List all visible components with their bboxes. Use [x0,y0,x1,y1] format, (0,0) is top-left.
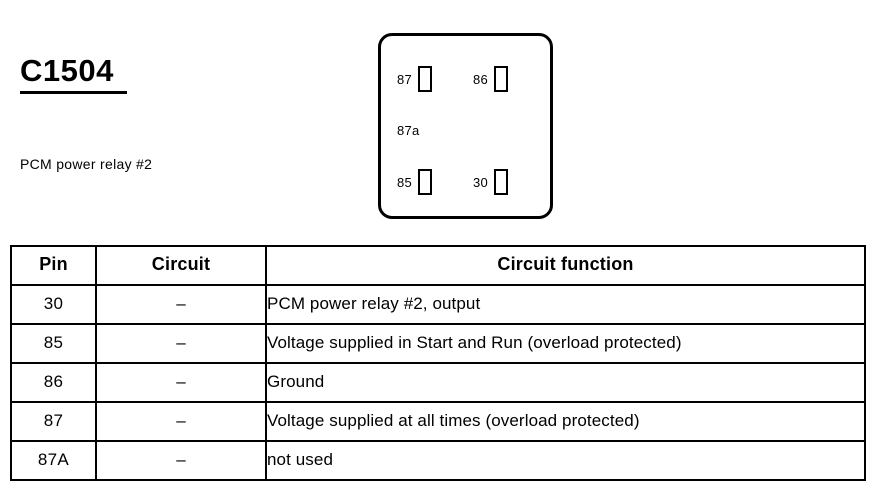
column-header-pin: Pin [10,245,97,286]
column-header-circuit: Circuit [95,245,267,286]
table-row: 87 – Voltage supplied at all times (over… [10,401,866,442]
cell-function: Ground [265,362,866,403]
cell-function: PCM power relay #2, output [265,284,866,325]
pin-label-30: 30 [473,174,489,190]
cell-pin: 30 [10,284,97,325]
cell-circuit: – [95,440,267,481]
pin-marker-30: 30 [473,169,509,195]
pin-marker-87a: 87a [397,124,420,137]
cell-function: Voltage supplied at all times (overload … [265,401,866,442]
connector-title-block: C1504 [20,54,127,94]
cell-pin: 86 [10,362,97,403]
cell-circuit: – [95,362,267,403]
pin-marker-85: 85 [397,169,433,195]
table-row: 85 – Voltage supplied in Start and Run (… [10,323,866,364]
cell-circuit: – [95,401,267,442]
pinout-table: Pin Circuit Circuit function 30 – PCM po… [10,245,866,481]
cell-circuit: – [95,284,267,325]
pin-terminal-30 [494,169,509,195]
pin-marker-86: 86 [473,66,509,92]
cell-pin: 85 [10,323,97,364]
pin-marker-87: 87 [397,66,433,92]
pin-terminal-86 [494,66,509,92]
table-header-row: Pin Circuit Circuit function [10,245,866,286]
column-header-function: Circuit function [265,245,866,286]
pin-label-86: 86 [473,71,489,87]
pin-terminal-85 [418,169,433,195]
cell-circuit: – [95,323,267,364]
page-title: C1504 [20,53,114,88]
connector-description: PCM power relay #2 [20,156,153,172]
cell-function: Voltage supplied in Start and Run (overl… [265,323,866,364]
table-row: 87A – not used [10,440,866,481]
pinout-table-container: Pin Circuit Circuit function 30 – PCM po… [10,245,866,481]
relay-connector-diagram: 87 86 87a 85 30 [378,33,553,219]
title-underline [20,91,127,94]
cell-pin: 87 [10,401,97,442]
table-row: 30 – PCM power relay #2, output [10,284,866,325]
pin-label-87a: 87a [397,123,420,138]
pin-terminal-87 [418,66,433,92]
cell-function: not used [265,440,866,481]
table-row: 86 – Ground [10,362,866,403]
cell-pin: 87A [10,440,97,481]
pin-label-87: 87 [397,71,413,87]
pin-label-85: 85 [397,174,413,190]
